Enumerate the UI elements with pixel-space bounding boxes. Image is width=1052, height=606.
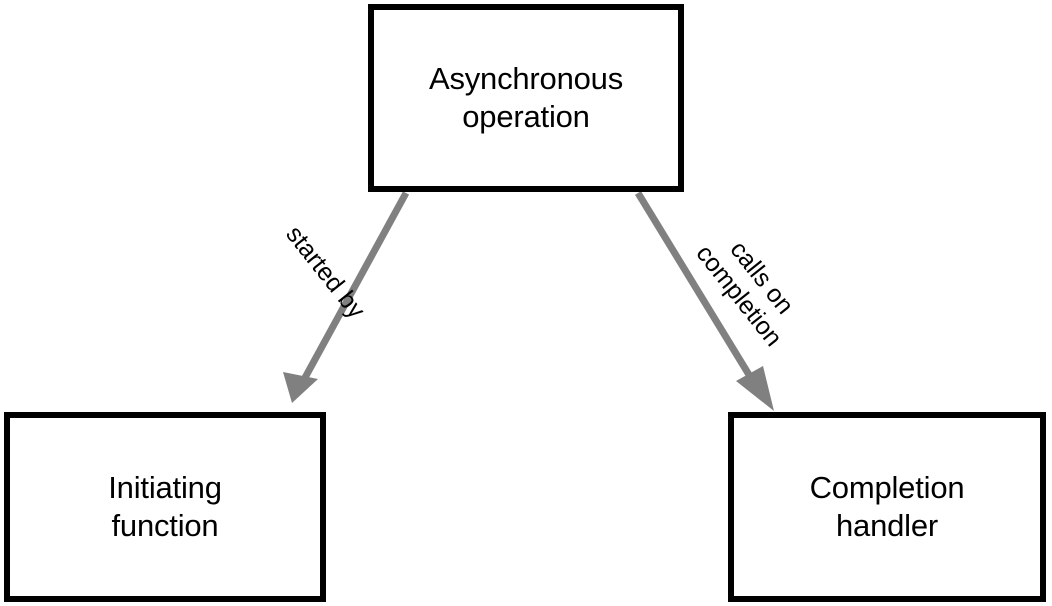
node-initiating-function[interactable]: Initiating function	[4, 412, 326, 602]
node-initiating-function-label: Initiating function	[108, 470, 222, 543]
node-asynchronous-operation-label: Asynchronous operation	[428, 61, 624, 134]
edge-started-by-line	[297, 191, 410, 387]
edge-calls-on-completion[interactable]	[635, 191, 774, 411]
edge-calls-on-completion-arrowhead	[736, 366, 774, 411]
node-asynchronous-operation[interactable]: Asynchronous operation	[368, 4, 684, 192]
node-completion-handler-label: Completion handler	[809, 470, 965, 543]
node-completion-handler[interactable]: Completion handler	[728, 412, 1046, 602]
edge-started-by-arrowhead	[283, 372, 318, 403]
edge-started-by[interactable]	[283, 191, 410, 403]
edge-calls-on-completion-line	[635, 191, 757, 385]
